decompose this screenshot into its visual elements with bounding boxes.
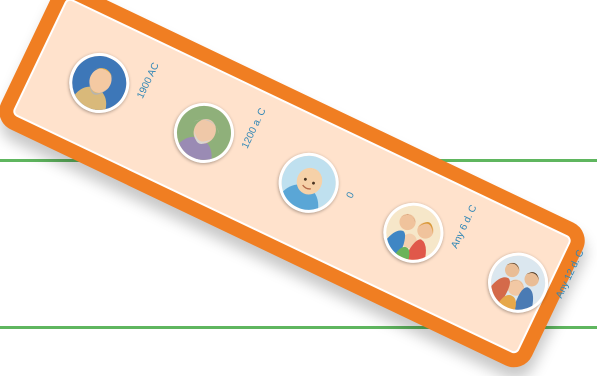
timeline-date-label: 0 (345, 191, 357, 201)
timeline-date-label: Any 12 d. C (554, 248, 586, 300)
family-icon (373, 193, 453, 273)
bearded-elder-icon (59, 43, 139, 123)
timeline-date-label: 1200 a. C (240, 107, 269, 151)
old-man-icon (164, 93, 244, 173)
timeline-date-label: 1900 AC (135, 61, 161, 100)
timeline-item[interactable]: 0 (269, 143, 349, 223)
timeline-item[interactable]: Any 6 d. C (373, 193, 453, 273)
timeline-date-label: Any 6 d. C (449, 203, 479, 250)
timeline-item[interactable]: Any 12 d. C (478, 243, 558, 323)
baby-icon (269, 143, 349, 223)
timeline-item[interactable]: 1900 AC (59, 43, 139, 123)
group-of-people-icon (478, 243, 558, 323)
timeline-item[interactable]: 1200 a. C (164, 93, 244, 173)
